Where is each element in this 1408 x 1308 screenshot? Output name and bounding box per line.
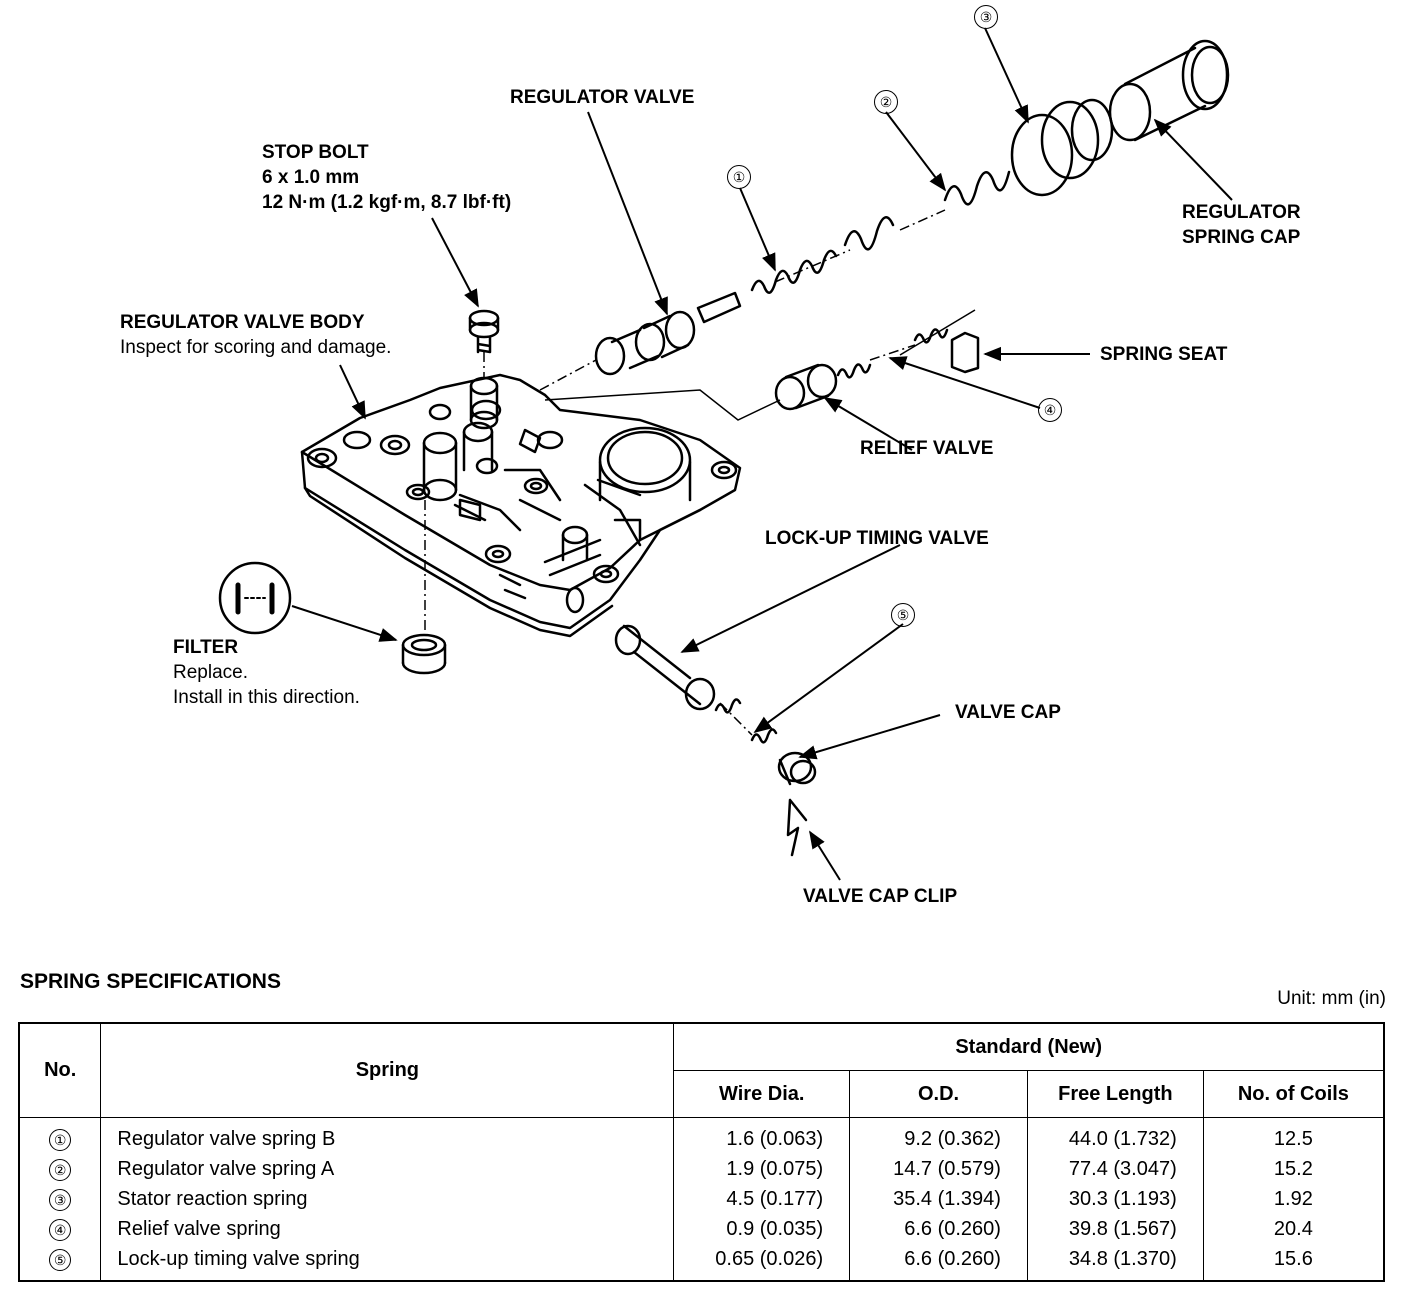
lockup-timing-valve-label: LOCK-UP TIMING VALVE (765, 528, 989, 549)
callout-3: ③ (974, 5, 998, 29)
valve-cap (777, 751, 817, 786)
spring-seat (950, 331, 980, 374)
filter-direction-icon (218, 561, 292, 635)
filter-label: FILTER (173, 637, 239, 658)
regulator-spring-cap-label-2: SPRING CAP (1182, 227, 1301, 248)
free-length: 34.8 (1.370) (1026, 1244, 1204, 1281)
callout-2: ② (874, 90, 898, 114)
table-row: ③ Stator reaction spring 4.5 (0.177) 35.… (18, 1184, 1385, 1214)
relief-valve-label: RELIEF VALVE (860, 438, 994, 459)
valve-cap-clip (786, 798, 808, 857)
spring-name: Regulator valve spring A (100, 1154, 675, 1184)
row-number: ⑤ (49, 1248, 72, 1271)
coil-count: 1.92 (1202, 1184, 1385, 1214)
spring-name: Stator reaction spring (100, 1184, 675, 1214)
free-length: 77.4 (3.047) (1026, 1154, 1204, 1184)
coil-count: 15.2 (1202, 1154, 1385, 1184)
row-number: ② (49, 1158, 72, 1181)
relief-valve-leader (544, 389, 781, 421)
coil-count: 20.4 (1202, 1214, 1385, 1244)
wire-dia: 1.9 (0.075) (673, 1154, 851, 1184)
header-od: O.D. (849, 1070, 1028, 1118)
spring-seat-leader (899, 309, 976, 356)
spring-spec-table: No. Spring Standard (New) Wire Dia. O.D.… (18, 1022, 1385, 1282)
spring-5 (714, 698, 778, 744)
table-row: ④ Relief valve spring 0.9 (0.035) 6.6 (0… (18, 1214, 1385, 1244)
outer-dia: 14.7 (0.579) (849, 1154, 1028, 1184)
regulator-valve-body (300, 373, 742, 638)
header-standard: Standard (New) (673, 1022, 1385, 1071)
row-number: ③ (49, 1188, 72, 1211)
spring-name: Lock-up timing valve spring (100, 1244, 675, 1281)
regulator-spring-cap (1108, 39, 1230, 142)
regulator-valve-body-label: REGULATOR VALVE BODY (120, 312, 365, 333)
stop-bolt-size: 6 x 1.0 mm (262, 167, 360, 188)
header-spring: Spring (100, 1022, 675, 1118)
filter (401, 633, 447, 675)
regulator-valve (594, 291, 742, 376)
row-number: ④ (49, 1218, 72, 1241)
filter-note-direction: Install in this direction. (173, 687, 360, 708)
outer-dia: 6.6 (0.260) (849, 1214, 1028, 1244)
wire-dia: 4.5 (0.177) (673, 1184, 851, 1214)
regulator-spring-cap-label: REGULATOR (1182, 202, 1301, 223)
callout-5: ⑤ (891, 603, 915, 627)
header-free-length: Free Length (1026, 1070, 1204, 1118)
spring-name: Relief valve spring (100, 1214, 675, 1244)
relief-valve (774, 363, 838, 411)
callout-arrows (291, 27, 1233, 881)
header-wire-dia: Wire Dia. (673, 1070, 851, 1118)
header-no: No. (18, 1022, 102, 1118)
stop-bolt-torque: 12 N·m (1.2 kgf·m, 8.7 lbf·ft) (262, 192, 512, 213)
outer-dia: 6.6 (0.260) (849, 1244, 1028, 1281)
spring-name: Regulator valve spring B (100, 1117, 675, 1154)
regulator-valve-label: REGULATOR VALVE (510, 87, 695, 108)
outer-dia: 9.2 (0.362) (849, 1117, 1028, 1154)
valve-cap-label: VALVE CAP (955, 702, 1061, 723)
wire-dia: 0.9 (0.035) (673, 1214, 851, 1244)
spring-seat-label: SPRING SEAT (1100, 344, 1228, 365)
stop-bolt (468, 309, 500, 354)
free-length: 30.3 (1.193) (1026, 1184, 1204, 1214)
spring-2 (843, 170, 1011, 251)
stop-bolt-label: STOP BOLT (262, 142, 369, 163)
callout-4: ④ (1038, 398, 1062, 422)
coil-count: 12.5 (1202, 1117, 1385, 1154)
spec-unit: Unit: mm (in) (1277, 988, 1386, 1009)
row-number: ① (49, 1128, 72, 1151)
table-row: ② Regulator valve spring A 1.9 (0.075) 1… (18, 1154, 1385, 1184)
outer-dia: 35.4 (1.394) (849, 1184, 1028, 1214)
spring-1 (750, 249, 838, 294)
callout-1: ① (727, 165, 751, 189)
wire-dia: 1.6 (0.063) (673, 1117, 851, 1154)
exploded-diagram (218, 27, 1233, 881)
free-length: 44.0 (1.732) (1026, 1117, 1204, 1154)
wire-dia: 0.65 (0.026) (673, 1244, 851, 1281)
filter-note-replace: Replace. (173, 662, 248, 683)
valve-cap-clip-label: VALVE CAP CLIP (803, 886, 958, 907)
spring-3 (1010, 98, 1114, 197)
header-coils: No. of Coils (1202, 1070, 1385, 1118)
coil-count: 15.6 (1202, 1244, 1385, 1281)
spec-title: SPRING SPECIFICATIONS (20, 970, 281, 993)
regulator-valve-body-note: Inspect for scoring and damage. (120, 337, 392, 358)
spring-4 (836, 328, 949, 379)
lockup-timing-valve (614, 624, 716, 711)
assembly-axes (424, 209, 946, 736)
free-length: 39.8 (1.567) (1026, 1214, 1204, 1244)
table-row: ① Regulator valve spring B 1.6 (0.063) 9… (18, 1117, 1385, 1154)
table-row: ⑤ Lock-up timing valve spring 0.65 (0.02… (18, 1244, 1385, 1281)
